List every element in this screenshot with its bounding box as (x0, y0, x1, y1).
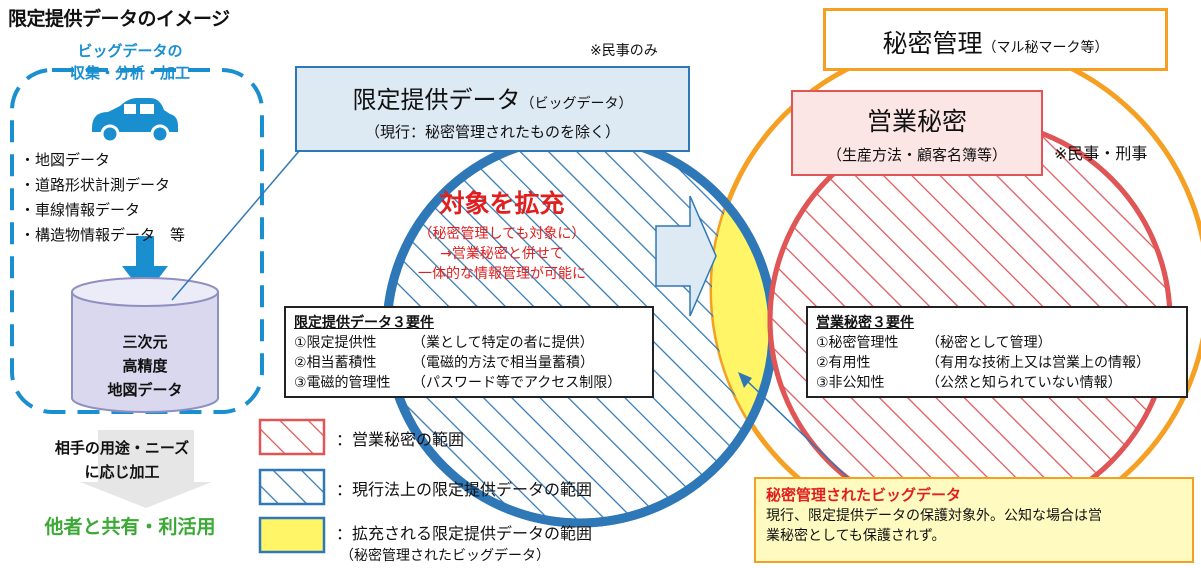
database-label-line: 高精度 (122, 357, 168, 375)
requirement-name: ②有用性 (816, 355, 871, 371)
secret-bigdata-heading: 秘密管理されたビッグデータ (766, 486, 962, 504)
secret-management-box: 秘密管理（マル秘マーク等） (823, 8, 1168, 71)
database-cylinder-icon (71, 277, 219, 413)
requirement-row: ②相当蓄積性 （電磁的方法で相当量蓄積） (294, 353, 644, 373)
expansion-headline: 対象を拡充 (439, 189, 565, 218)
database-label-line: 三次元 (122, 333, 168, 351)
limited-data-title-text: 限定提供データ (352, 86, 521, 114)
share-text: 他者と共有・利活用 (44, 516, 216, 538)
requirement-desc: （電磁的方法で相当量蓄積） (412, 355, 594, 371)
requirement-desc: （パスワード等でアクセス制限） (412, 375, 622, 391)
expansion-line: →営業秘密と併せて (440, 246, 564, 262)
bigdata-title-line-1: ビッグデータの (77, 42, 183, 60)
secret-management-suffix: （マル秘マーク等） (982, 40, 1109, 56)
civil-criminal-note: ※民事・刑事 (1054, 144, 1148, 163)
process-text-line: 相手の用途・ニーズ (54, 439, 190, 457)
legend-sub-label: （秘密管理されたビッグデータ） (340, 548, 550, 564)
expansion-block: 対象を拡充 （秘密管理しても対象に） →営業秘密と併せて 一体的な情報管理が可能… (378, 184, 626, 284)
car-icon (92, 98, 178, 144)
data-item: ・地図データ (20, 151, 111, 169)
legend-label-trade-secret: ：営業秘密の範囲 (336, 430, 465, 449)
secret-bigdata-note: 秘密管理されたビッグデータ 現行、限定提供データの保護対象外。公知な場合は営 業… (754, 477, 1194, 563)
civil-only-note: ※民事のみ (590, 43, 658, 59)
limited-data-title: 限定提供データ（ビッグデータ） (297, 80, 688, 115)
data-item: ・車線情報データ (20, 201, 141, 219)
limited-data-title-suffix: （ビッグデータ） (520, 96, 633, 112)
expansion-line: （秘密管理しても対象に） (418, 226, 586, 242)
data-item: ・道路形状計測データ (20, 176, 171, 194)
data-item: ・構造物情報データ 等 (20, 226, 186, 244)
requirement-desc: （公然と知られていない情報） (926, 375, 1122, 391)
limited-requirements-heading: 限定提供データ３要件 (294, 315, 434, 331)
process-text-line: に応じ加工 (84, 463, 160, 481)
page-title: 限定提供データのイメージ (8, 8, 230, 30)
requirement-desc: （業として特定の者に提供） (412, 335, 594, 351)
trade-requirements-heading: 営業秘密３要件 (816, 315, 914, 331)
requirement-row: ①限定提供性 （業として特定の者に提供） (294, 333, 644, 353)
requirement-row: ③非公知性 （公然と知られていない情報） (816, 373, 1178, 393)
expand-arrow-icon (655, 195, 717, 317)
limited-data-box: 限定提供データ（ビッグデータ） （現行：秘密管理されたものを除く） (295, 66, 690, 152)
secret-management-title: 秘密管理 (882, 29, 983, 58)
note-pointer-line (743, 377, 849, 479)
bigdata-title-line-2: 収集・分析・加工 (69, 64, 190, 82)
requirement-desc: （秘密として管理） (926, 335, 1052, 351)
requirement-name: ①秘密管理性 (816, 335, 899, 351)
limited-requirements-box: 限定提供データ３要件 ①限定提供性 （業として特定の者に提供） ②相当蓄積性 （電磁… (284, 306, 654, 398)
process-text: 相手の用途・ニーズ に応じ加工 (22, 436, 222, 484)
data-item-list: ・地図データ ・道路形状計測データ ・車線情報データ ・構造物情報データ 等 (20, 148, 185, 248)
database-label-line: 地図データ (107, 381, 183, 399)
legend-swatch-expanded (258, 516, 326, 554)
requirement-name: ②相当蓄積性 (294, 355, 377, 371)
legend-label-expanded: ：拡充される限定提供データの範囲 (336, 524, 593, 543)
expansion-lines: （秘密管理しても対象に） →営業秘密と併せて 一体的な情報管理が可能に (378, 224, 626, 284)
requirement-desc: （有用な技術上又は営業上の情報） (926, 355, 1150, 371)
bigdata-title: ビッグデータの 収集・分析・加工 (30, 40, 230, 84)
trade-requirements-box: 営業秘密３要件 ①秘密管理性 （秘密として管理） ②有用性 （有用な技術上又は営業上… (806, 306, 1188, 398)
trade-secret-title: 営業秘密 (866, 107, 967, 136)
legend-label-limited-data: ：現行法上の限定提供データの範囲 (336, 480, 593, 499)
requirement-row: ①秘密管理性 （秘密として管理） (816, 333, 1178, 353)
connector-line (171, 149, 301, 301)
expansion-line: 一体的な情報管理が可能に (418, 266, 586, 282)
requirement-row: ③電磁的管理性 （パスワード等でアクセス制限） (294, 373, 644, 393)
trade-secret-box: 営業秘密 （生産方法・顧客名簿等） (791, 90, 1043, 176)
requirement-name: ③電磁的管理性 (294, 375, 391, 391)
legend-swatch-limited-data (258, 468, 326, 506)
database-label: 三次元 高精度 地図データ (85, 330, 205, 402)
secret-bigdata-body-line-2: 業秘密としても保護されず。 (766, 528, 946, 544)
requirement-name: ①限定提供性 (294, 335, 377, 351)
limited-data-subtitle: （現行：秘密管理されたものを除く） (364, 123, 620, 141)
requirement-row: ②有用性 （有用な技術上又は営業上の情報） (816, 353, 1178, 373)
process-arrow-icon (80, 430, 212, 508)
trade-secret-subtitle: （生産方法・顧客名簿等） (826, 146, 1007, 164)
bigdata-dashed-panel (10, 68, 264, 414)
secret-bigdata-body-line-1: 現行、限定提供データの保護対象外。公知な場合は営 (766, 508, 1102, 524)
legend-swatch-trade-secret (258, 418, 326, 456)
requirement-name: ③非公知性 (816, 375, 885, 391)
